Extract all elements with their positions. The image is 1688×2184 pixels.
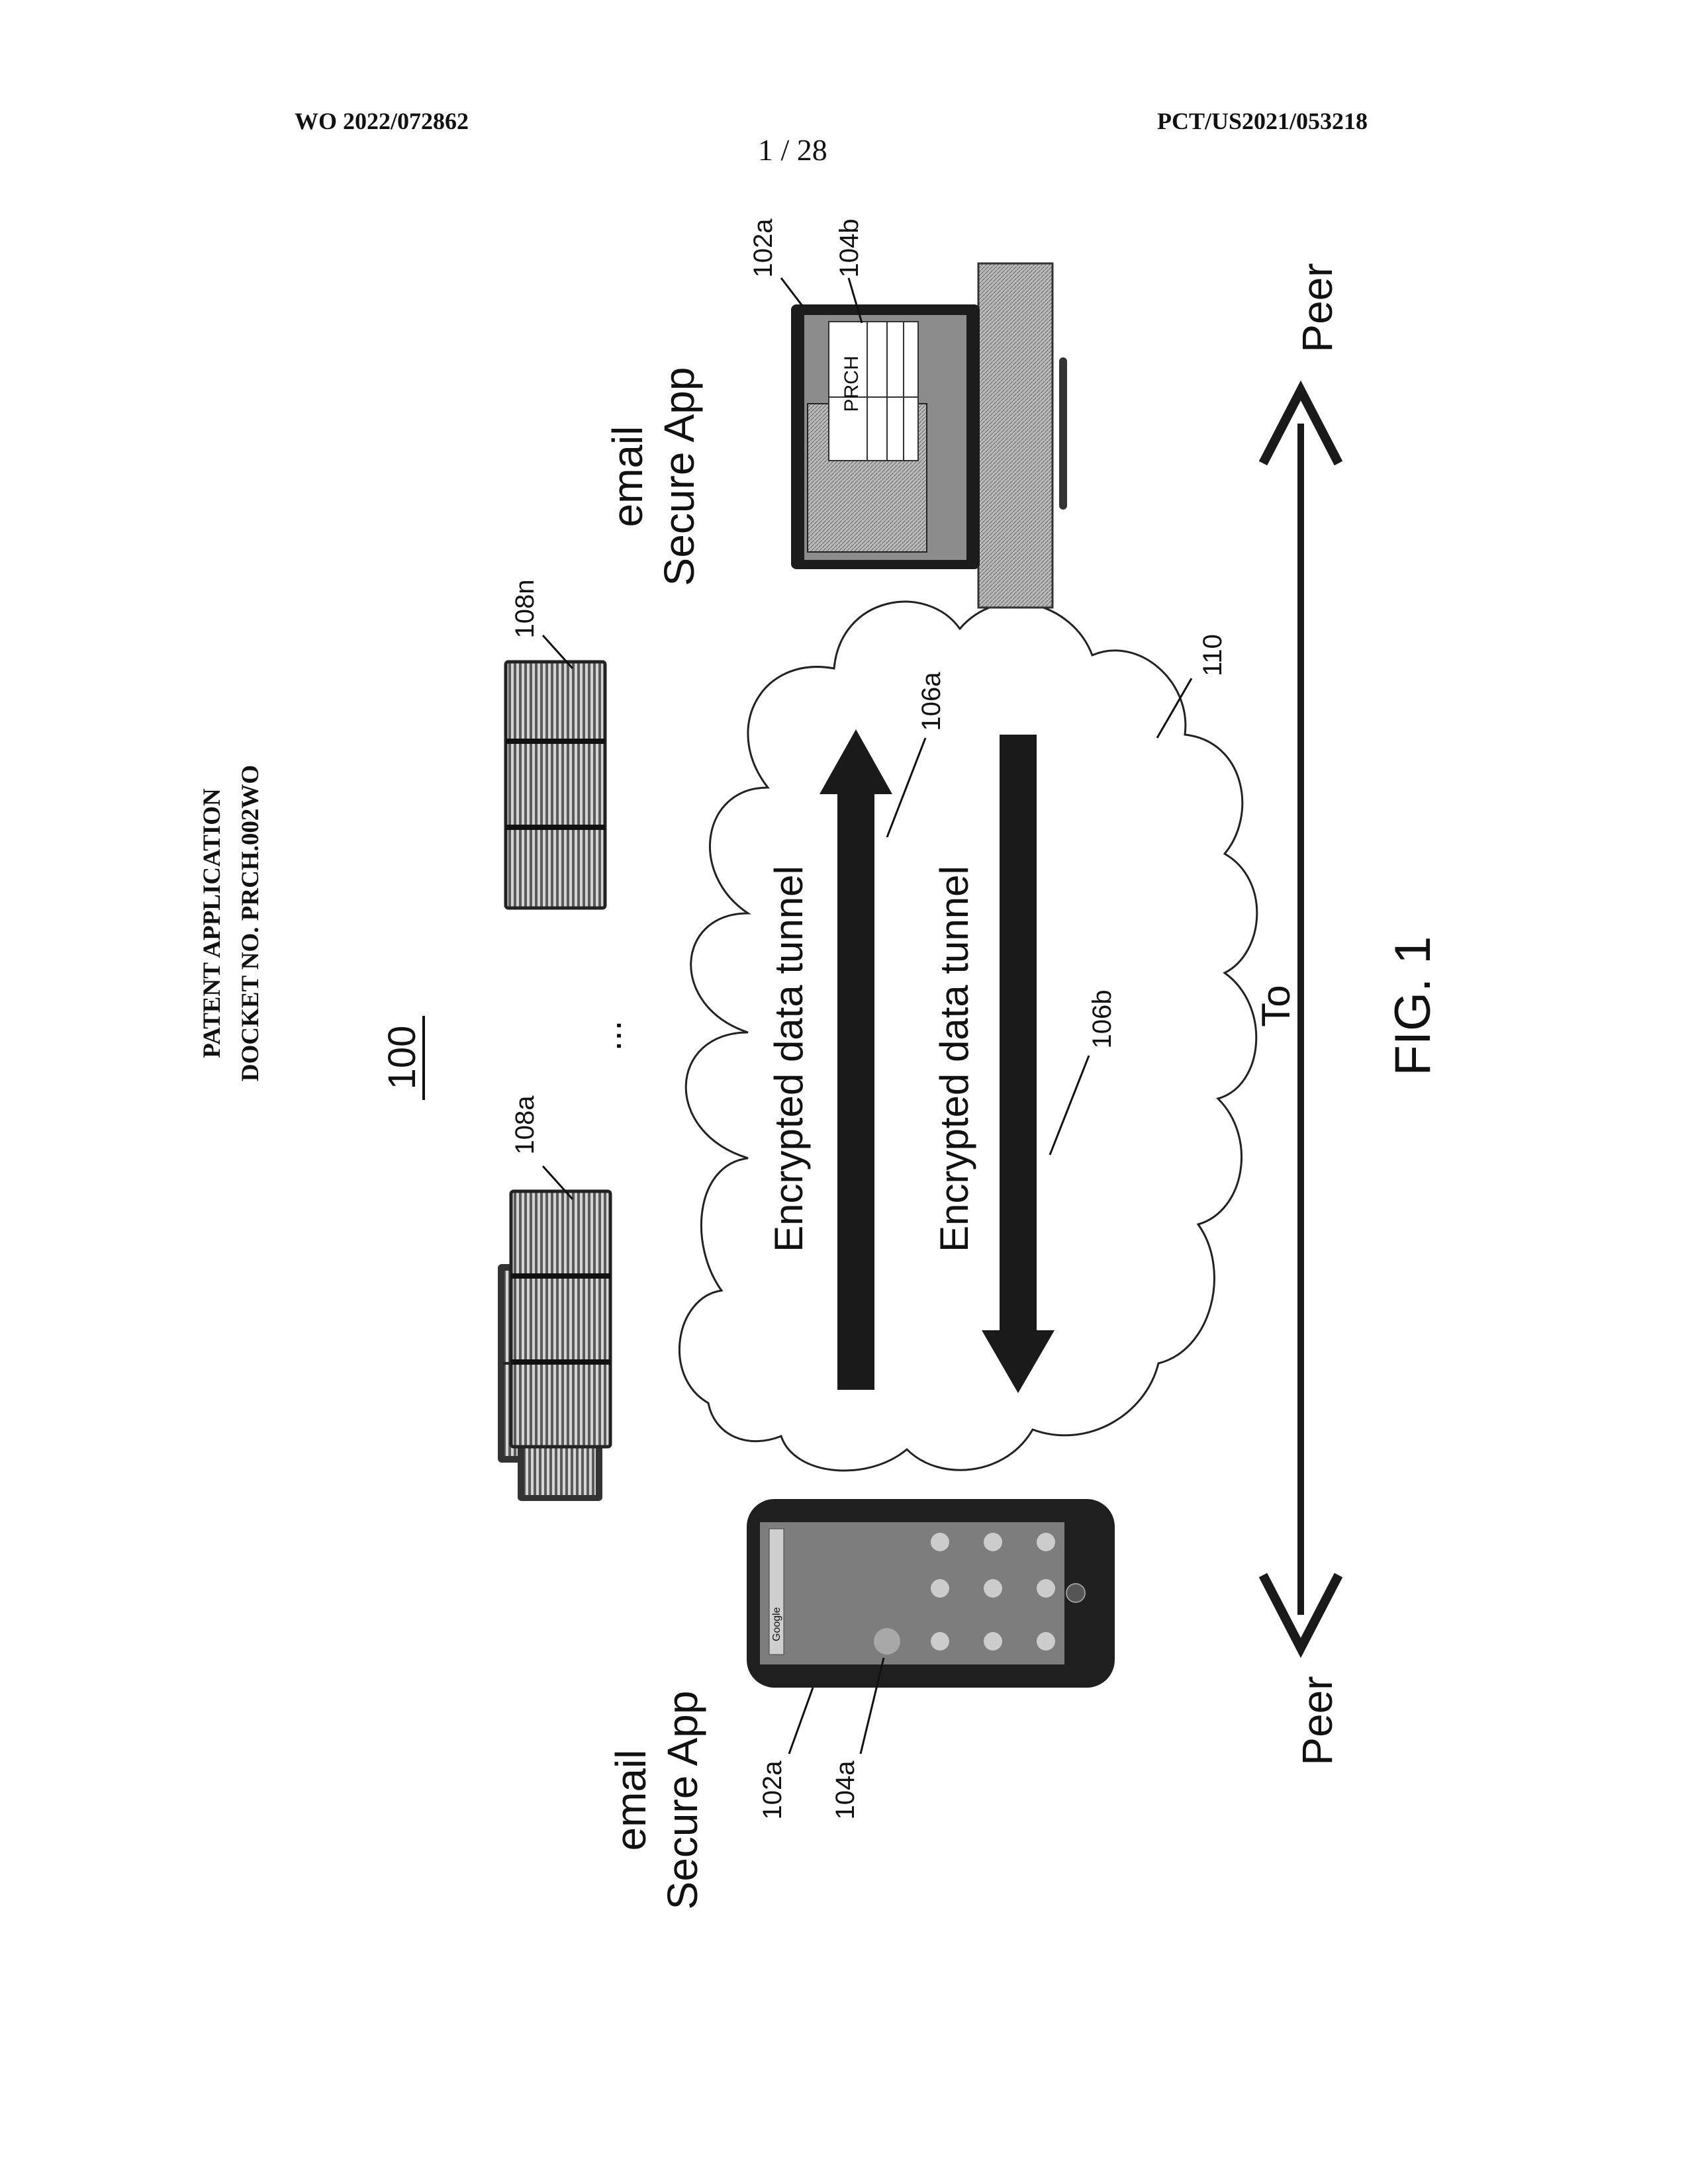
label-108n: 108n [510,580,539,639]
server-ellipsis: ... [587,1021,629,1052]
tunnel-up-label: Encrypted data tunnel [767,866,811,1252]
label-106b: 106b [1088,990,1117,1049]
label-104b: 104b [835,219,864,278]
peer-right-label: Peer [1293,263,1341,352]
label-110: 110 [1198,634,1227,676]
laptop-device: PRCH [791,263,1067,608]
left-app-email: email [607,1750,655,1851]
smartphone-device: Google [747,1499,1115,1688]
patent-application-label: PATENT APPLICATION [199,788,226,1058]
peer-left-label: Peer [1293,1676,1341,1765]
right-app-secure: Secure App [655,367,703,586]
server-group-108n [506,662,605,908]
tunnel-down-label: Encrypted data tunnel [932,866,976,1252]
docket-number: DOCKET NO. PRCH.002WO [237,765,264,1081]
label-108a: 108a [510,1095,539,1155]
figure-caption: FIG. 1 [1385,936,1441,1075]
label-laptop-102a: 102a [749,218,778,278]
label-106a: 106a [917,672,946,731]
figure-number: 100 [381,1026,424,1090]
right-app-email: email [604,426,651,527]
label-104a: 104a [831,1760,860,1820]
to-label: To [1254,985,1298,1026]
left-app-secure: Secure App [659,1691,706,1910]
leader-laptop-102a [781,278,802,306]
label-phone-102a: 102a [758,1760,787,1820]
leader-phone-102a [789,1688,813,1754]
server-group-108a [498,1191,610,1501]
laptop-screen-text: PRCH [841,355,863,412]
phone-search-text: Google [771,1607,782,1641]
